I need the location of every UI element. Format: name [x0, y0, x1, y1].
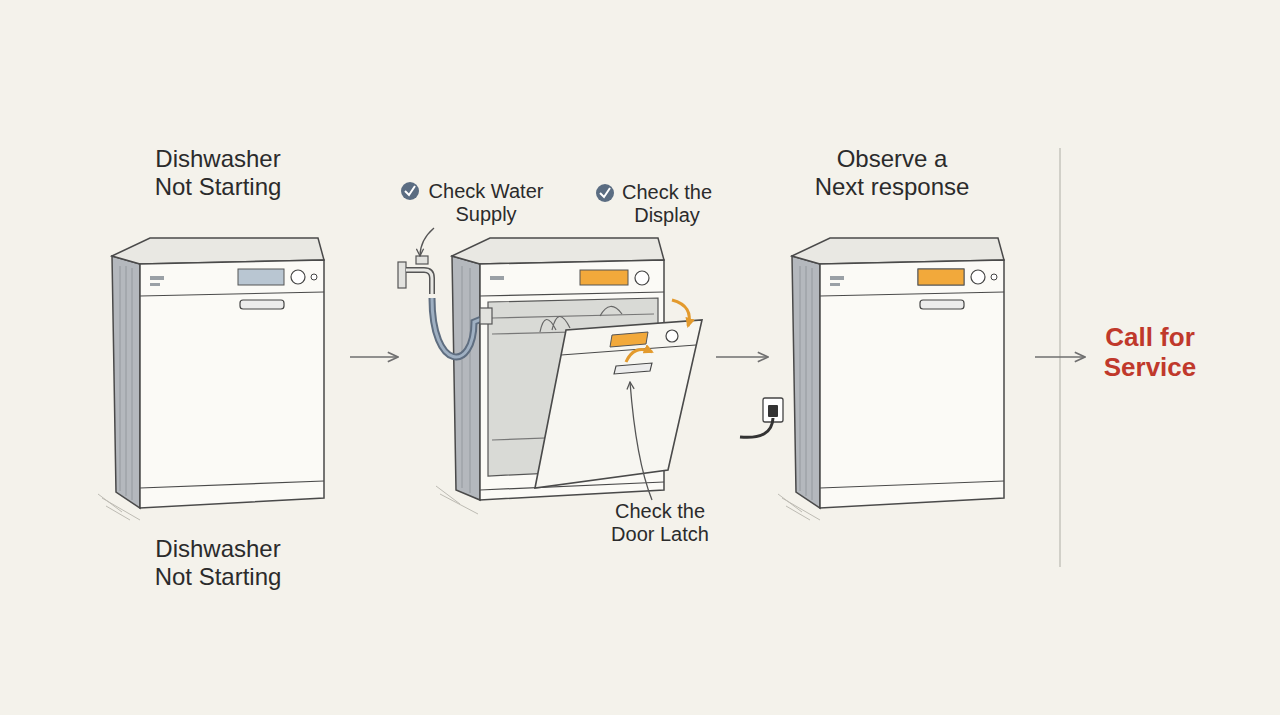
water-tap [398, 256, 492, 357]
cup-sketch [600, 306, 622, 316]
power-cord [740, 418, 773, 437]
step-title: Dishwasher Not Starting [143, 145, 293, 200]
tap-handle [416, 256, 428, 264]
door-handle [614, 363, 652, 374]
check-icon [405, 186, 415, 195]
latch-arrow [626, 350, 652, 362]
dishwasher-side [452, 256, 480, 500]
panel-knob [635, 271, 649, 285]
hose-valve [480, 308, 492, 324]
action-box: Call for Service [1085, 320, 1215, 394]
door-knob [666, 330, 678, 342]
dishwasher-illustration [778, 238, 1004, 520]
lit-display [918, 269, 964, 285]
open-dishwasher-illustration [436, 238, 702, 514]
door-panel-line [561, 345, 696, 355]
upper-rack [492, 314, 654, 318]
tap-spout [406, 270, 432, 294]
step-title: Dishwasher Not Starting [143, 535, 293, 590]
leader-line [630, 382, 652, 500]
power-plug [768, 405, 778, 417]
tap-spout [406, 270, 432, 294]
panel-button [490, 276, 504, 280]
start-step: Dishwasher Not StartingDishwasher Not St… [100, 232, 350, 482]
side-hatch [470, 268, 471, 493]
callout-label: Check Water Supply [421, 180, 551, 226]
action-label: Call for Service [1085, 323, 1215, 383]
step-title: Observe a Next response [812, 145, 972, 200]
motion-arrow [672, 300, 689, 326]
inlet-hose [432, 298, 484, 357]
flow-arrow [1035, 356, 1085, 357]
open-door [535, 320, 702, 488]
check-icon [600, 188, 610, 197]
check-icon [596, 184, 614, 202]
check-icon [401, 182, 419, 200]
dishwasher-illustration [98, 238, 324, 520]
observe-step: Observe a Next response [768, 232, 1035, 482]
lit-display [580, 270, 628, 285]
panel-line [480, 292, 664, 296]
check-step: Check Water SupplyCheck the DisplayCheck… [398, 232, 716, 482]
side-hatch [462, 266, 463, 488]
door-display [610, 332, 648, 347]
wall-plate [398, 262, 406, 288]
flow-arrow [716, 356, 768, 357]
inlet-hose [432, 298, 484, 357]
flow-arrow [350, 356, 398, 357]
divider-line [1059, 148, 1061, 567]
callout-label: Check the Display [612, 181, 722, 227]
callout-label: Check the Door Latch [605, 500, 715, 546]
leader-line [420, 228, 434, 256]
